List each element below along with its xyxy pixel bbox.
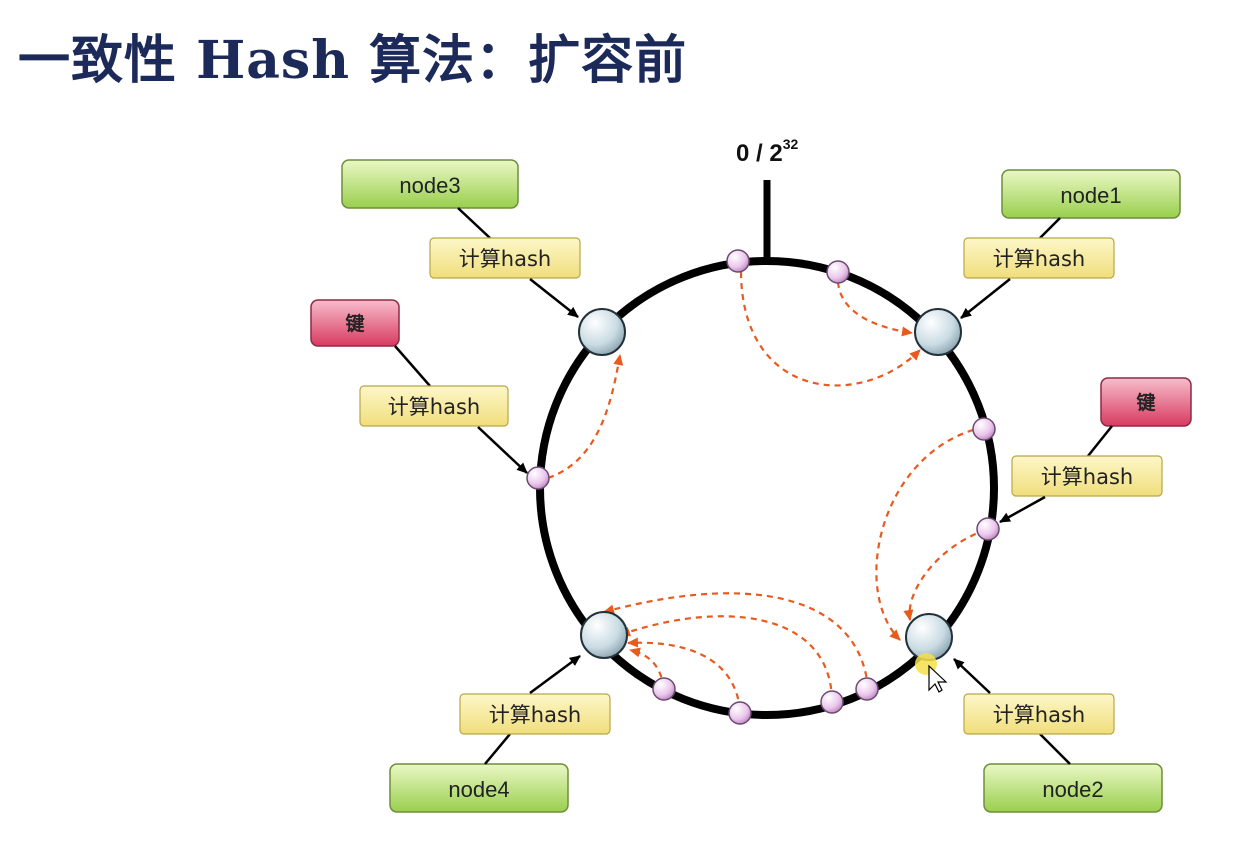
node2-calc-label: 计算hash <box>993 703 1085 727</box>
node2-box <box>983 763 1163 813</box>
node1-hash-arrow <box>960 278 1011 319</box>
key-point <box>972 417 996 441</box>
server-node3-point <box>578 308 626 356</box>
key-point <box>976 517 1000 541</box>
key-point <box>820 690 844 714</box>
arrow-key-right1-to-node2 <box>875 425 985 641</box>
node3-calc-box <box>429 237 581 279</box>
key-right-label: 键 <box>1135 391 1155 414</box>
arrow-key-b1-to-node4 <box>603 592 870 689</box>
node2-label: node2 <box>1042 777 1103 802</box>
node3-group: node3 计算hash <box>341 159 581 318</box>
node3-hash-arrow <box>529 278 579 318</box>
key-points <box>526 249 1000 725</box>
key-point <box>726 249 750 273</box>
node3-calc-label: 计算hash <box>459 247 551 271</box>
node1-box <box>1001 169 1181 219</box>
slide-title: 一致性 Hash 算法：扩容前 <box>18 30 688 91</box>
node1-group: node1 计算hash <box>960 169 1181 319</box>
key-right-group: 键 计算hash <box>999 377 1192 524</box>
node4-box <box>389 763 569 813</box>
node4-hash-arrow <box>529 654 581 695</box>
node2-connector <box>1039 733 1071 765</box>
key-point <box>652 677 676 701</box>
server-node2-point <box>905 613 953 661</box>
key-right-hash-arrow <box>999 495 1046 524</box>
node3-box <box>341 159 519 209</box>
node4-group: node4 计算hash <box>389 654 611 813</box>
server-node4-point <box>580 611 628 659</box>
key-left-box <box>310 299 400 347</box>
key-right-box <box>1100 377 1192 427</box>
arrow-key-b3-to-node4 <box>627 637 742 711</box>
node3-connector <box>457 207 491 239</box>
node4-label: node4 <box>448 777 509 802</box>
node4-calc-box <box>459 693 611 735</box>
key-left-calc-label: 计算hash <box>388 395 480 419</box>
node1-calc-label: 计算hash <box>993 247 1085 271</box>
key-right-calc-box <box>1011 455 1163 497</box>
node4-connector <box>484 733 511 765</box>
key-point <box>826 260 850 284</box>
key-left-label: 键 <box>344 312 364 335</box>
key-point <box>855 677 879 701</box>
arrow-key-top2-to-node1 <box>836 281 913 337</box>
key-right-calc-label: 计算hash <box>1041 465 1133 489</box>
key-left-hash-arrow <box>477 426 528 474</box>
node1-connector <box>1039 217 1061 239</box>
node2-group: node2 计算hash <box>953 658 1163 813</box>
mouse-pointer-icon <box>928 664 948 693</box>
key-left-connector <box>394 345 431 387</box>
key-left-group: 键 计算hash <box>310 299 528 474</box>
key-left-calc-box <box>359 385 509 427</box>
node1-calc-box <box>963 237 1115 279</box>
node2-hash-arrow <box>953 658 991 694</box>
node3-label: node3 <box>399 173 460 198</box>
key-point <box>526 466 550 490</box>
node2-calc-box <box>963 693 1115 735</box>
arrow-key-top-to-node1 <box>739 271 921 387</box>
arrow-key-b2-to-node4 <box>619 615 834 701</box>
ring-origin-label: 0 / 232 <box>736 136 798 167</box>
node1-label: node1 <box>1060 183 1121 208</box>
key-to-node-arrows <box>547 271 987 711</box>
node4-calc-label: 计算hash <box>489 703 581 727</box>
arrow-key-left-to-node3 <box>547 354 624 480</box>
key-right-connector <box>1087 425 1113 457</box>
key-point <box>728 701 752 725</box>
server-node1-point <box>914 308 962 356</box>
arrow-key-right2-to-node2 <box>903 528 987 621</box>
